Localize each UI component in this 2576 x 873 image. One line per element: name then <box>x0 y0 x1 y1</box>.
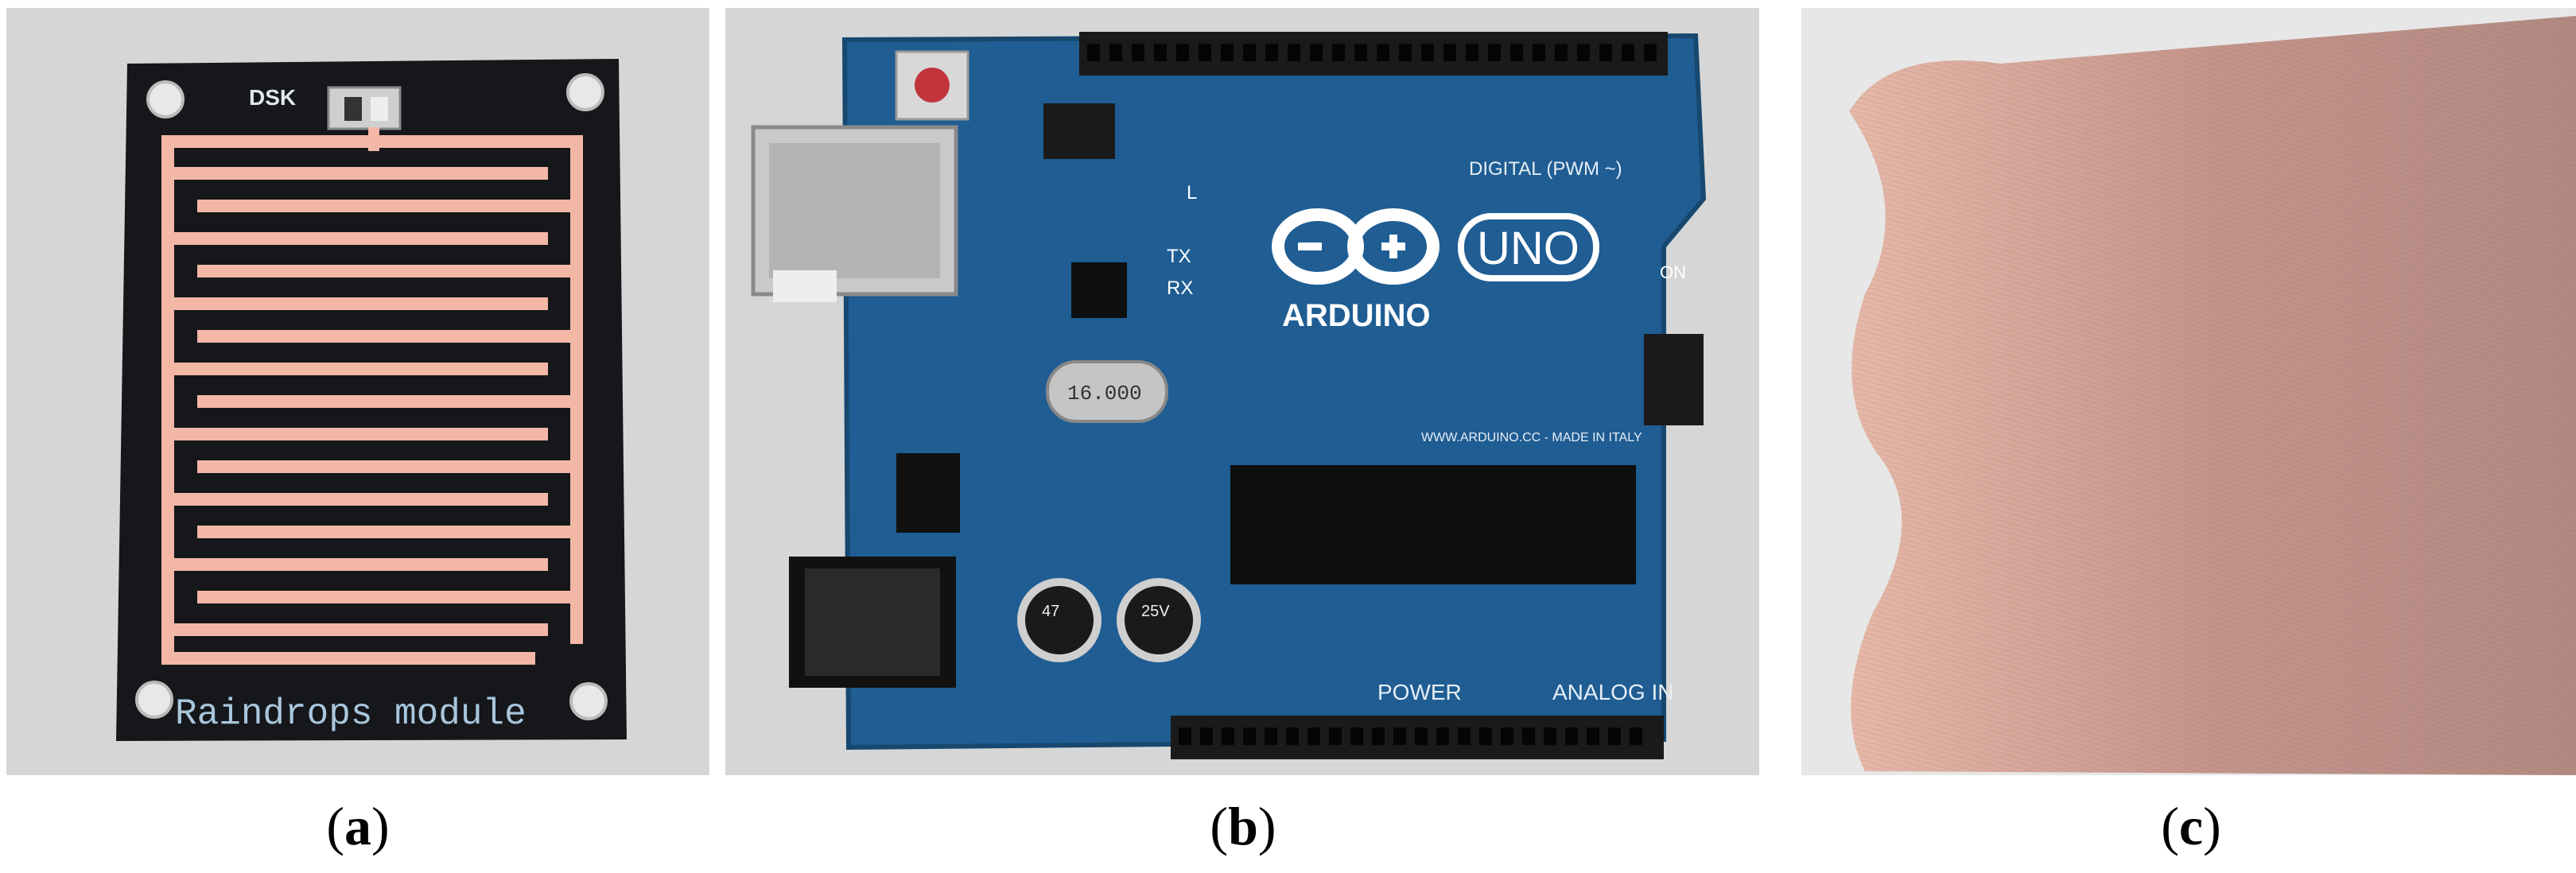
svg-text:L: L <box>1187 182 1197 204</box>
header-hole <box>1415 728 1428 745</box>
header-hole <box>1421 44 1434 61</box>
header-hole <box>1310 44 1323 61</box>
header-hole <box>1087 44 1100 61</box>
copper-trace <box>174 623 548 636</box>
copper-trace <box>197 330 571 343</box>
arduino-logo <box>1272 208 1440 285</box>
caption-b: (b) <box>1210 796 1276 856</box>
header-hole <box>1350 728 1363 745</box>
digital-label: DIGITAL (PWM ~) <box>1469 158 1622 180</box>
svg-text:16.000: 16.000 <box>1067 382 1142 405</box>
copper-trace <box>197 265 571 277</box>
power-label: POWER <box>1377 680 1462 704</box>
header-hole <box>1222 728 1234 745</box>
header-hole <box>1243 44 1256 61</box>
header-hole <box>1458 728 1471 745</box>
url-text: WWW.ARDUINO.CC - MADE IN ITALY <box>1421 431 1642 444</box>
svg-text:ON: ON <box>1660 262 1686 282</box>
copper-trace <box>174 232 548 245</box>
analog-label: ANALOG IN <box>1552 680 1673 704</box>
header-hole <box>1377 44 1389 61</box>
header-hole <box>1329 728 1342 745</box>
crystal <box>1046 360 1168 423</box>
header-hole <box>1488 44 1501 61</box>
header-hole <box>1332 44 1345 61</box>
capacitor <box>1117 578 1201 662</box>
header-hole <box>1109 44 1122 61</box>
copper-trace <box>174 428 548 440</box>
header-hole <box>1630 728 1642 745</box>
copper-traces <box>161 127 583 665</box>
panel-b-arduino-photo: 16.000 47 25V UNO ARDUINO DIGITAL (PWM ~… <box>725 8 1759 775</box>
copper-trace <box>197 460 571 473</box>
header-hole <box>1599 44 1612 61</box>
board-text-bottom: Raindrops module <box>175 693 526 735</box>
header-hole <box>1608 728 1621 745</box>
header-hole <box>1265 44 1278 61</box>
board-brand-text: ARDUINO <box>1282 298 1431 333</box>
header-hole <box>1243 728 1256 745</box>
svg-text:RX: RX <box>1167 277 1193 299</box>
panel-a-raindrops-photo: DSK Raindrops module <box>6 8 709 775</box>
header-hole <box>1565 728 1578 745</box>
header-hole <box>1393 728 1406 745</box>
header-hole <box>1288 44 1300 61</box>
header-hole <box>1179 728 1191 745</box>
mounting-hole <box>569 682 608 720</box>
copper-trace <box>197 526 571 538</box>
header-hole <box>1577 44 1590 61</box>
raindrops-module-image: DSK Raindrops module <box>6 8 709 775</box>
panel-c-fabric-photo <box>1801 8 2576 775</box>
copper-trace <box>197 200 571 212</box>
svg-text:47: 47 <box>1042 603 1059 620</box>
header-hole <box>1466 44 1478 61</box>
header-hole <box>1286 728 1299 745</box>
header-hole <box>1436 728 1449 745</box>
pcb-board <box>845 36 1704 747</box>
header-hole <box>1544 728 1556 745</box>
capacitor <box>1017 578 1102 662</box>
mounting-hole <box>146 80 185 118</box>
header-hole <box>1587 728 1599 745</box>
board-model-text: UNO <box>1477 223 1579 274</box>
board-text-top: DSK <box>249 85 296 110</box>
header-hole <box>1372 728 1385 745</box>
mounting-hole <box>135 681 173 719</box>
copper-trace <box>174 558 548 571</box>
copper-trace <box>174 493 548 506</box>
header-hole <box>1132 44 1144 61</box>
svg-text:25V: 25V <box>1141 603 1170 620</box>
header-hole <box>1200 728 1213 745</box>
header-hole <box>1154 44 1167 61</box>
header-hole <box>1199 44 1211 61</box>
header-hole <box>1622 44 1634 61</box>
copper-trace <box>174 297 548 310</box>
copper-trace <box>174 363 548 375</box>
header-hole <box>1501 728 1513 745</box>
header-hole <box>1307 728 1320 745</box>
header-hole <box>1354 44 1367 61</box>
arduino-uno-image: 16.000 47 25V UNO ARDUINO DIGITAL (PWM ~… <box>725 8 1759 775</box>
header-hole <box>1443 44 1456 61</box>
copper-trace <box>197 591 571 603</box>
header-hole <box>1644 44 1657 61</box>
fabric-skin-image <box>1801 8 2576 775</box>
header-hole <box>1522 728 1535 745</box>
header-hole <box>1533 44 1545 61</box>
mounting-hole <box>566 73 604 111</box>
caption-c: (c) <box>2161 796 2221 856</box>
header-hole <box>1399 44 1412 61</box>
header-hole <box>1555 44 1568 61</box>
atmega-chip <box>1230 465 1636 584</box>
svg-text:TX: TX <box>1167 246 1191 267</box>
header-hole <box>1479 728 1492 745</box>
copper-trace <box>197 395 571 408</box>
header-hole <box>1221 44 1234 61</box>
caption-a: (a) <box>326 796 390 856</box>
copper-trace <box>174 167 548 180</box>
header-hole <box>1265 728 1277 745</box>
header-hole <box>1176 44 1189 61</box>
header-hole <box>1510 44 1523 61</box>
